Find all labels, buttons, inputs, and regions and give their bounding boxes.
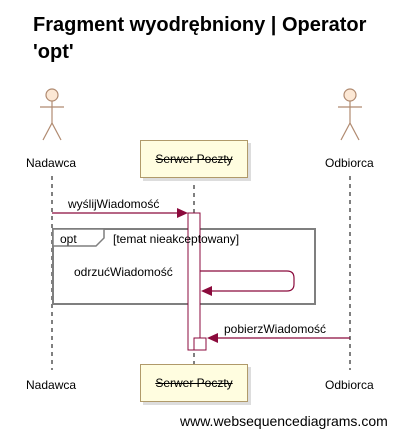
stick-figure-icon	[40, 88, 64, 141]
message-label-reject: odrzućWiadomość	[74, 265, 173, 279]
actor-label-receiver-top: Odbiorca	[325, 156, 374, 170]
fragment-guard: [temat nieakceptowany]	[113, 232, 240, 246]
message-label-fetch: pobierzWiadomość	[224, 322, 327, 336]
arrowhead-reject	[201, 286, 212, 296]
participant-label-server-bottom: Serwer Poczty	[155, 376, 233, 390]
diagram-title: Fragment wyodrębniony | Operator 'opt'	[33, 14, 367, 63]
actor-label-sender-bottom: Nadawca	[26, 378, 77, 392]
participant-label-server-top: Serwer Poczty	[155, 152, 233, 166]
arrowhead-send	[177, 208, 188, 218]
arrow-reject	[200, 270, 295, 292]
fragment-operator: opt	[60, 232, 77, 246]
opt-operator-tab	[52, 228, 105, 247]
opt-fragment-frame	[52, 228, 316, 305]
footer-credit: www.websequencediagrams.com	[180, 413, 388, 429]
message-label-send: wyślijWiadomość	[68, 197, 160, 211]
arrowhead-fetch	[207, 333, 218, 343]
participant-box-server-top: Serwer Poczty	[140, 140, 248, 178]
participant-box-server-bottom: Serwer Poczty	[140, 364, 248, 402]
stick-figure-icon	[338, 88, 362, 141]
actor-label-receiver-bottom: Odbiorca	[325, 378, 374, 392]
actor-label-sender-top: Nadawca	[26, 156, 77, 170]
activation-server-nested	[193, 337, 207, 351]
